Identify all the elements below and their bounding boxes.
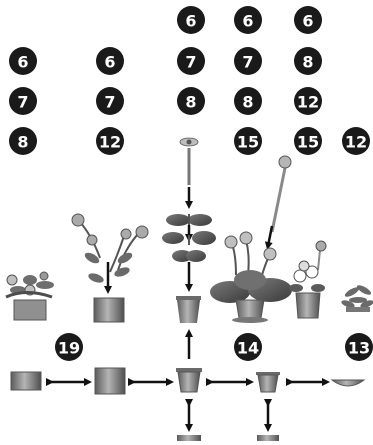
number-badge-label: 12 — [297, 93, 319, 112]
number-badge-label: 12 — [345, 133, 367, 152]
number-badge — [342, 127, 370, 155]
partial-pot-icon — [257, 435, 279, 441]
number-badge — [234, 6, 262, 34]
number-badge-label: 8 — [302, 53, 313, 72]
number-badge — [9, 87, 37, 115]
number-badge-label: 8 — [185, 93, 196, 112]
small-pot-icon — [295, 292, 321, 319]
number-badge-label: 6 — [185, 12, 196, 31]
number-badge-label: 6 — [104, 53, 115, 72]
large-flowering-plant-icon — [210, 231, 292, 303]
number-badge — [294, 47, 322, 75]
drooping-flower-plant-icon — [71, 213, 149, 283]
low-planter-with-flowers-icon — [5, 271, 54, 321]
number-badge-label: 8 — [242, 93, 253, 112]
pot-with-saucer-icon — [232, 299, 268, 323]
leaf-cluster-icon — [166, 214, 212, 226]
number-badge — [294, 87, 322, 115]
badge-center-label: 14 — [237, 339, 259, 358]
badge-row-4: 8 12 15 15 12 — [9, 127, 370, 155]
number-badge-label: 7 — [17, 93, 28, 112]
number-badge-label: 7 — [185, 53, 196, 72]
number-badge — [177, 47, 205, 75]
number-badge — [9, 47, 37, 75]
badge-right-label: 13 — [348, 339, 370, 358]
number-badge — [177, 87, 205, 115]
double-arrows — [46, 378, 330, 432]
number-badge — [234, 127, 262, 155]
tall-pot-icon — [94, 367, 126, 395]
badge-row-1: 6 6 6 — [177, 6, 322, 34]
number-badge-label: 7 — [242, 53, 253, 72]
saucer-icon — [330, 379, 366, 387]
tapered-pot-icon — [256, 372, 280, 393]
thermometer-probe-icon — [315, 240, 327, 271]
number-badge-label: 15 — [297, 133, 319, 152]
succulent-icon — [341, 285, 373, 312]
plant-pot-icon — [93, 297, 125, 323]
number-badge — [177, 6, 205, 34]
number-badge-label: 12 — [99, 133, 121, 152]
badge-left-label: 19 — [58, 339, 80, 358]
number-badge-label: 15 — [237, 133, 259, 152]
number-badge — [96, 127, 124, 155]
center-pot-icon — [176, 368, 202, 393]
falling-daisy-icon — [179, 137, 199, 185]
leaf-pair-icon — [162, 231, 216, 245]
badge-row-3: 7 7 8 8 12 — [9, 87, 322, 115]
number-badge — [96, 87, 124, 115]
number-badge-label: 6 — [302, 12, 313, 31]
number-badge — [9, 127, 37, 155]
arrow-down — [264, 225, 274, 250]
number-badge-grid: 6 6 6 6 6 7 7 8 7 7 8 8 — [9, 6, 370, 155]
number-badge-label: 6 — [17, 53, 28, 72]
leaf-bundle-icon — [172, 250, 206, 262]
number-badge-label: 8 — [17, 133, 28, 152]
number-badge — [234, 333, 262, 361]
badge-row-2: 6 6 7 7 8 — [9, 47, 322, 75]
number-badge — [55, 333, 83, 361]
diagram-badges: 19 14 13 — [55, 333, 373, 361]
partial-pot-icon — [177, 435, 201, 441]
number-badge — [294, 127, 322, 155]
stem-probe-icon — [270, 155, 292, 233]
number-badge — [345, 333, 373, 361]
number-badge — [96, 47, 124, 75]
long-trough-icon — [10, 371, 42, 391]
number-badge — [234, 87, 262, 115]
number-badge-label: 6 — [242, 12, 253, 31]
number-badge-label: 7 — [104, 93, 115, 112]
number-badge — [234, 47, 262, 75]
center-upper-pot-icon — [176, 296, 201, 323]
number-badge — [294, 6, 322, 34]
daisy-plant-icon — [289, 260, 325, 292]
